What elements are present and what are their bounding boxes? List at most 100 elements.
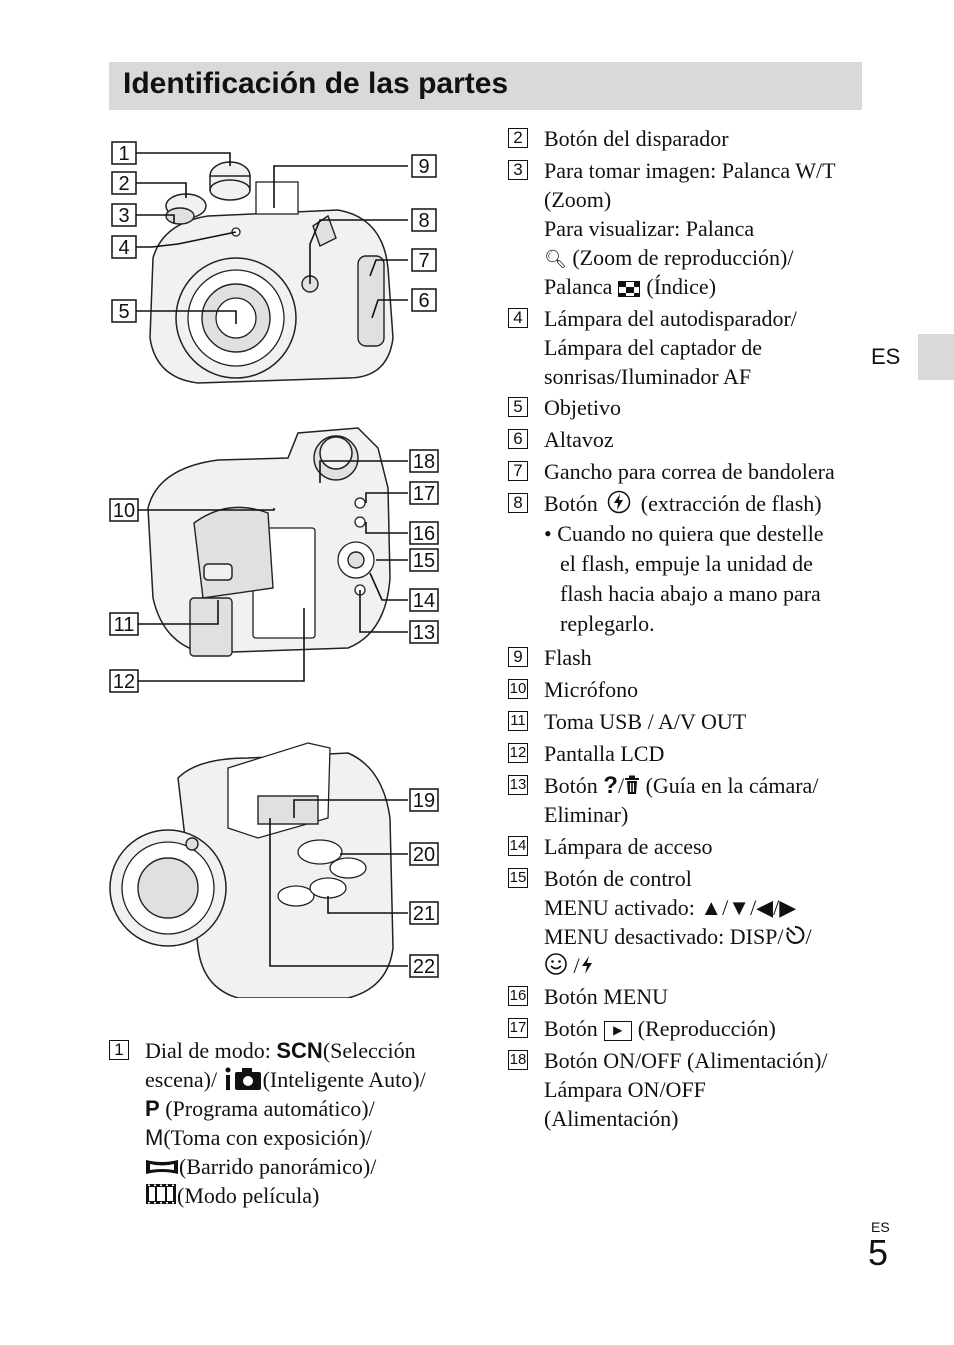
part-label-cont: Lámpara ON/OFF — [544, 1077, 706, 1102]
callout-20: 20 — [409, 842, 439, 866]
index-label: (Índice) — [646, 274, 717, 299]
part-number: 2 — [508, 128, 528, 148]
svg-text:3: 3 — [118, 205, 129, 227]
part-label: Botón — [544, 773, 598, 798]
part-item-18: 18 Botón ON/OFF (Alimentación)/ Lámpara … — [508, 1046, 868, 1136]
manual-m-icon: M — [145, 1125, 164, 1150]
part-label-cont: Lámpara del captador de — [544, 335, 763, 360]
part-item-3: 3 Para tomar imagen: Palanca W/T (Zoom) … — [508, 156, 868, 306]
part-number: 7 — [508, 461, 528, 481]
svg-text:22: 22 — [413, 956, 435, 978]
side-tab — [918, 334, 954, 380]
callout-15: 15 — [409, 548, 439, 572]
flash-note-cont: el flash, empuje la unidad de — [560, 551, 813, 576]
callout-22: 22 — [409, 954, 439, 978]
part-number: 10 — [508, 679, 528, 699]
trash-icon — [624, 773, 640, 802]
page-number: 5 — [868, 1232, 889, 1273]
part-label: Objetivo — [544, 395, 621, 420]
part-number: 4 — [508, 308, 528, 328]
camera-back-view — [147, 427, 391, 657]
part-label: Toma USB / A/V OUT — [544, 709, 747, 734]
svg-text:4: 4 — [118, 237, 129, 259]
part-label: Micrófono — [544, 677, 639, 702]
slash-separator: / — [805, 924, 812, 949]
magnifier-icon: 🔍︎ — [544, 248, 567, 270]
footer-lang: ES — [871, 1219, 890, 1235]
part-label-cont: Para visualizar: Palanca — [544, 216, 755, 241]
part-item-14: 14 Lámpara de acceso — [508, 832, 868, 862]
svg-text:14: 14 — [413, 590, 435, 612]
part-number: 12 — [508, 743, 528, 763]
flash-note-cont: replegarlo. — [560, 611, 655, 636]
flash-note-cont: flash hacia abajo a mano para — [560, 581, 821, 606]
guide-delete-label: (Guía en la cámara/ — [645, 773, 819, 798]
playback-zoom-label: (Zoom de reproducción)/ — [572, 245, 794, 270]
callout-19: 19 — [409, 788, 439, 812]
part-number: 6 — [508, 429, 528, 449]
part-label: Altavoz — [544, 427, 614, 452]
callout-9: 9 — [411, 154, 437, 178]
svg-text:10: 10 — [113, 500, 135, 522]
svg-text:11: 11 — [114, 614, 135, 636]
part-item-10: 10 Micrófono — [508, 675, 868, 705]
part-label-cont: sonrisas/Iluminador AF — [544, 364, 752, 389]
callout-10: 10 — [109, 498, 139, 522]
playback-label: (Reproducción) — [637, 1016, 776, 1041]
playback-icon: ▶ — [603, 1020, 632, 1041]
callout-17: 17 — [409, 481, 439, 505]
part-number: 9 — [508, 647, 528, 667]
part-item-7: 7 Gancho para correa de bandolera — [508, 457, 868, 487]
callout-6: 6 — [411, 288, 437, 312]
side-tab-lang: ES — [871, 344, 901, 369]
callout-7: 7 — [411, 248, 437, 272]
callout-12: 12 — [109, 669, 139, 693]
flash-popup-label: (extracción de flash) — [640, 491, 822, 516]
callout-4: 4 — [111, 235, 137, 259]
part-label-cont: (Zoom) — [544, 187, 612, 212]
svg-text:9: 9 — [418, 156, 429, 178]
intelligent-auto-icon — [223, 1066, 263, 1097]
part-label: Botón — [544, 491, 598, 516]
scn-desc-cont: escena)/ — [145, 1067, 218, 1092]
scn-icon: SCN — [276, 1038, 323, 1063]
svg-text:1: 1 — [118, 143, 129, 165]
help-guide-icon: ? — [603, 772, 618, 799]
part-label: Botón del disparador — [544, 126, 729, 151]
callout-1: 1 — [111, 141, 137, 165]
part-number: 13 — [508, 775, 528, 795]
movie-desc: (Modo película) — [177, 1183, 320, 1208]
svg-text:20: 20 — [413, 844, 435, 866]
part-item-6: 6 Altavoz — [508, 425, 868, 455]
part-label: Botón ON/OFF (Alimentación)/ — [544, 1048, 828, 1073]
leader-lines — [136, 152, 408, 967]
part-item-16: 16 Botón MENU — [508, 982, 868, 1012]
part-label-cont: Eliminar) — [544, 802, 629, 827]
scn-desc: (Selección — [322, 1038, 416, 1063]
part-item-1: 1 Dial de modo: SCN(Selección escena)/ (… — [109, 1036, 469, 1212]
manual-desc: (Toma con exposición)/ — [163, 1125, 372, 1150]
part-label: Gancho para correa de bandolera — [544, 459, 835, 484]
part-label: Lámpara de acceso — [544, 834, 713, 859]
camera-bottom-view — [109, 742, 394, 998]
flash-pop-up-icon — [607, 490, 631, 521]
callout-16: 16 — [409, 521, 439, 545]
movie-film-icon — [145, 1183, 177, 1212]
part-item-5: 5 Objetivo — [508, 393, 868, 423]
flash-icon — [580, 953, 594, 982]
svg-text:5: 5 — [118, 301, 129, 323]
page-title: Identificación de las partes — [123, 67, 509, 100]
callout-11: 11 — [109, 612, 139, 636]
camera-diagram: 1 2 3 4 5 9 8 7 6 10 11 12 18 17 16 15 1… — [109, 141, 439, 998]
part-item-17: 17 Botón▶(Reproducción) — [508, 1014, 868, 1044]
mode-dial-label: Dial de modo: — [145, 1038, 271, 1063]
lever-label: Palanca — [544, 274, 613, 299]
part-label: Para tomar imagen: Palanca W/T — [544, 158, 836, 183]
program-p-icon: P — [145, 1096, 160, 1121]
part-label: Lámpara del autodisparador/ — [544, 306, 797, 331]
svg-text:17: 17 — [413, 483, 435, 505]
part-item-12: 12 Pantalla LCD — [508, 739, 868, 769]
callout-3: 3 — [111, 203, 137, 227]
index-grid-icon — [618, 280, 641, 297]
svg-text:6: 6 — [418, 290, 429, 312]
